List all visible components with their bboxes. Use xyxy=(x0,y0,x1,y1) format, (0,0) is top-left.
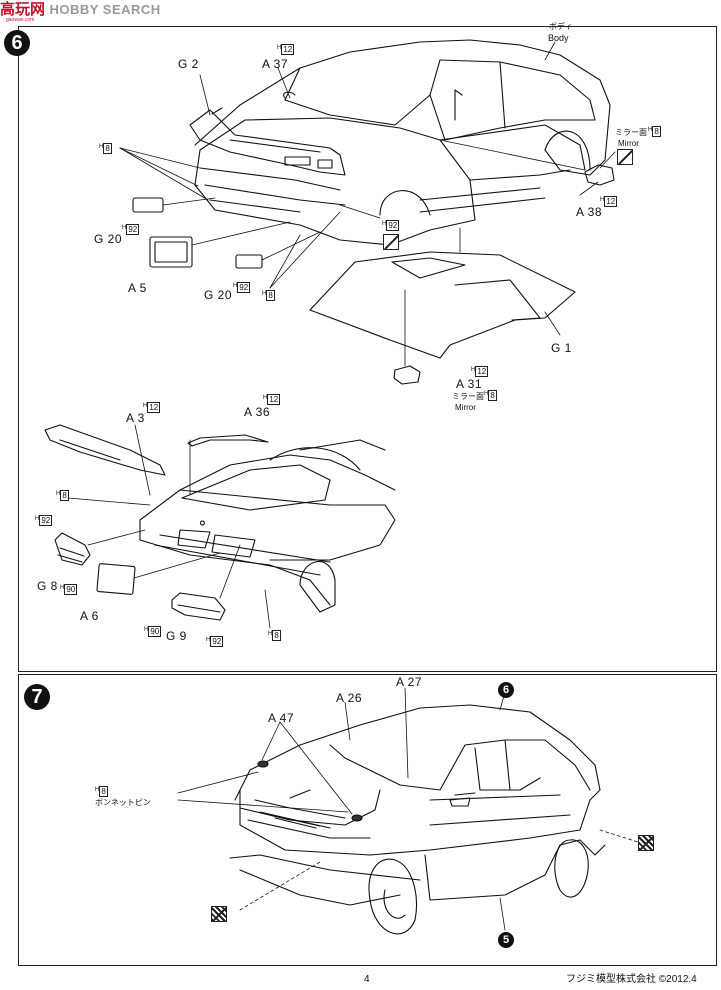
color-swatch-marker xyxy=(383,234,399,250)
a38-mirror xyxy=(584,164,615,186)
a3-spoiler xyxy=(44,424,166,476)
label-g20-left: G 20 xyxy=(94,232,123,246)
label-mirror-en-1: Mirror xyxy=(618,139,639,148)
label-mirror-jp-2: ミラー面 xyxy=(452,392,484,401)
front-car-body xyxy=(194,39,611,246)
step7-number: 7 xyxy=(24,684,50,710)
watermark-cn: 高玩网 xyxy=(0,1,46,18)
label-a38: A 38 xyxy=(576,205,603,219)
chassis-ref-icon-right xyxy=(638,835,654,851)
label-a26: A 26 xyxy=(336,691,363,705)
g2-headlight-panel xyxy=(189,107,346,176)
a47-pin-left xyxy=(257,760,269,768)
g8-tail-left xyxy=(54,532,91,566)
label-g2: G 2 xyxy=(178,57,199,71)
a5-lens xyxy=(149,236,193,268)
label-a31: A 31 xyxy=(456,377,483,391)
label-mirror-en-2: Mirror xyxy=(455,403,476,412)
leader-lines-6b xyxy=(67,424,271,629)
leader-lines-7 xyxy=(177,687,639,931)
chassis-ref-icon-left xyxy=(211,906,227,922)
g9-tail-right xyxy=(171,592,226,621)
label-a47: A 47 xyxy=(268,711,295,725)
watermark-sub: gaowan.com xyxy=(6,17,35,23)
label-mirror-jp-1: ミラー面 xyxy=(615,128,647,137)
label-a3: A 3 xyxy=(126,411,145,425)
ref-step5-badge: 5 xyxy=(498,932,514,948)
step7-car-body xyxy=(229,704,606,935)
color-swatch-mirror xyxy=(617,149,633,165)
label-g9: G 9 xyxy=(166,629,187,643)
leader-lines-6a xyxy=(119,41,616,367)
label-body-en: Body xyxy=(548,33,569,43)
step6-panel xyxy=(18,26,717,672)
a6-lens xyxy=(96,563,136,595)
page-number: 4 xyxy=(364,974,370,985)
label-g20-right: G 20 xyxy=(204,288,233,302)
a31-mirror xyxy=(393,365,421,385)
step6-number: 6 xyxy=(4,30,30,56)
a47-pin-right xyxy=(351,814,363,822)
label-g8: G 8 xyxy=(37,579,58,593)
label-a6: A 6 xyxy=(80,609,99,623)
label-a37: A 37 xyxy=(262,57,289,71)
ref-step6-badge: 6 xyxy=(498,682,514,698)
label-bonnet-pin: ボンネットピン xyxy=(95,798,151,807)
label-a27: A 27 xyxy=(396,675,423,689)
label-a5: A 5 xyxy=(128,281,147,295)
label-g1: G 1 xyxy=(551,341,572,355)
label-body-jp: ボディ xyxy=(549,22,573,31)
label-a36: A 36 xyxy=(244,405,271,419)
g20-right-marker xyxy=(235,254,263,269)
footer-company: フジミ模型株式会社 ©2012.4 xyxy=(566,974,697,985)
g1-window-part xyxy=(309,251,576,359)
a36-wiper xyxy=(187,434,269,447)
rear-car-body xyxy=(139,439,396,613)
watermark-en: HOBBY SEARCH xyxy=(49,2,161,17)
watermark-logo: 高玩网 HOBBY SEARCH gaowan.com xyxy=(0,0,161,23)
g20-left-marker xyxy=(132,197,164,213)
